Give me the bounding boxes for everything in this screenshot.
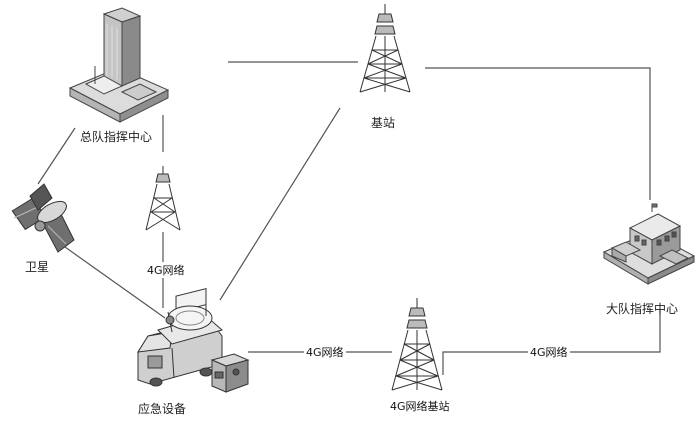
- satellite-label: 卫星: [25, 260, 50, 274]
- link-hq-satellite: [37, 127, 76, 185]
- skyscraper-icon: [68, 7, 170, 123]
- equipment-box-icon: [210, 353, 250, 393]
- hq-label: 总队指挥中心: [80, 130, 153, 144]
- emergency-equipment-label: 应急设备: [138, 402, 187, 416]
- building-icon: [602, 203, 696, 285]
- base-station-label: 基站: [371, 116, 396, 130]
- link-base-station-brigade: [425, 67, 651, 200]
- link-label-vehicle-tower: 4G网络: [304, 344, 346, 360]
- emergency-vehicle-icon: [137, 288, 224, 387]
- link-base-station-vehicle: [219, 107, 341, 301]
- cell-tower-icon-4g: [391, 298, 443, 391]
- link-4g-tower-brigade: [442, 310, 661, 375]
- 4g-base-station-label: 4G网络基站: [388, 398, 452, 414]
- link-label-tower-brigade: 4G网络: [528, 344, 570, 360]
- link-label-left-tower: 4G网络: [145, 262, 187, 278]
- cell-tower-icon-left: [145, 166, 181, 231]
- link-satellite-vehicle: [64, 246, 166, 319]
- brigade-label: 大队指挥中心: [606, 302, 679, 316]
- satellite-icon: [11, 183, 75, 253]
- cell-tower-icon-base-station: [359, 4, 411, 93]
